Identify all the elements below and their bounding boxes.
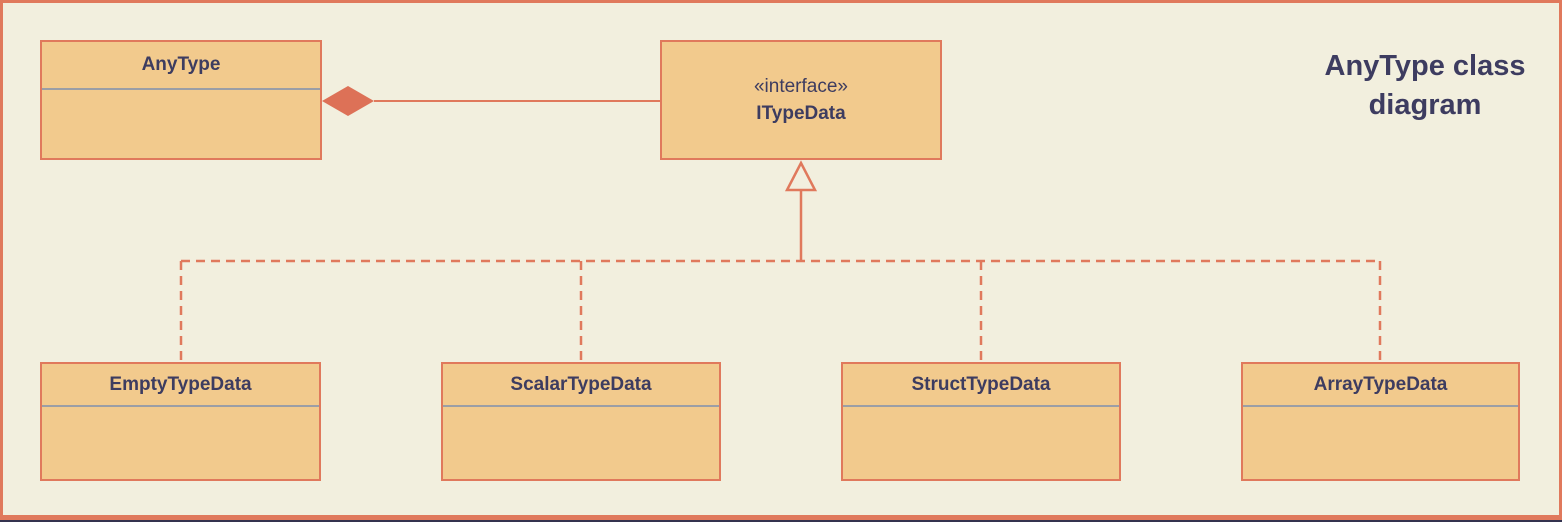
frame-border-bottom — [0, 515, 1562, 520]
frame-border-top — [0, 0, 1562, 3]
class-box-arraytypedata: ArrayTypeData — [1241, 362, 1520, 481]
class-name-itypedata: ITypeData — [756, 103, 846, 124]
class-box-structtypedata: StructTypeData — [841, 362, 1121, 481]
class-name-structtypedata: StructTypeData — [911, 373, 1051, 395]
realization-dashed-connectors — [179, 259, 1382, 362]
class-box-scalartypedata: ScalarTypeData — [441, 362, 721, 481]
class-box-emptytypedata: EmptyTypeData — [40, 362, 321, 481]
class-header-scalartypedata: ScalarTypeData — [443, 364, 719, 407]
realization-triangle-icon — [784, 160, 818, 192]
interface-stereotype: «interface» — [753, 76, 848, 97]
class-name-scalartypedata: ScalarTypeData — [510, 373, 652, 395]
class-name-emptytypedata: EmptyTypeData — [109, 373, 252, 395]
diagram-title: AnyType class diagram — [1324, 50, 1526, 121]
class-header-structtypedata: StructTypeData — [843, 364, 1119, 407]
class-header-emptytypedata: EmptyTypeData — [42, 364, 319, 407]
composition-diamond-icon — [322, 86, 374, 116]
class-header-arraytypedata: ArrayTypeData — [1243, 364, 1518, 407]
class-box-anytype: AnyType — [40, 40, 322, 160]
class-header-anytype: AnyType — [42, 42, 320, 90]
class-name-arraytypedata: ArrayTypeData — [1313, 373, 1448, 395]
class-box-itypedata: «interface» ITypeData — [660, 40, 942, 160]
class-name-anytype: AnyType — [141, 54, 221, 75]
frame-border-left — [0, 0, 3, 522]
bottom-dark-line — [0, 520, 1562, 522]
frame-border-right — [1559, 0, 1562, 522]
